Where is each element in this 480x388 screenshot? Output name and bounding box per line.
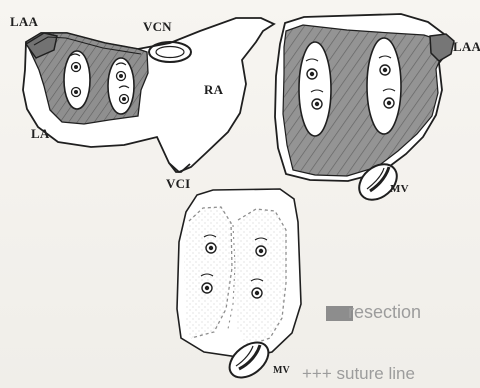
right-panel-vein-2: [367, 38, 401, 134]
vci-label: VCI: [166, 177, 190, 190]
suture-line-legend-text: +++ suture line: [302, 365, 415, 382]
left-panel: [23, 18, 274, 172]
la-label: LA: [31, 127, 49, 140]
left-panel-orifice-2-center: [74, 90, 78, 94]
ra-label: RA: [204, 83, 223, 96]
bottom-mv-label: MV: [273, 366, 290, 376]
resection-legend-text: resection: [348, 303, 421, 321]
left-panel-vein-2: [108, 58, 134, 114]
left-panel-orifice-3-center: [119, 74, 123, 78]
vcn-label: VCN: [143, 20, 172, 33]
right-laa-label: LAA: [453, 40, 480, 53]
right-mv-label: MV: [390, 184, 409, 195]
left-laa-label: LAA: [10, 15, 38, 28]
right-panel: [275, 14, 454, 207]
right-panel-vein-1: [299, 42, 331, 136]
left-panel-vein-1: [64, 51, 90, 109]
left-panel-orifice-1-center: [74, 65, 78, 69]
left-panel-orifice-4-center: [122, 97, 126, 101]
bottom-panel: [177, 189, 301, 385]
